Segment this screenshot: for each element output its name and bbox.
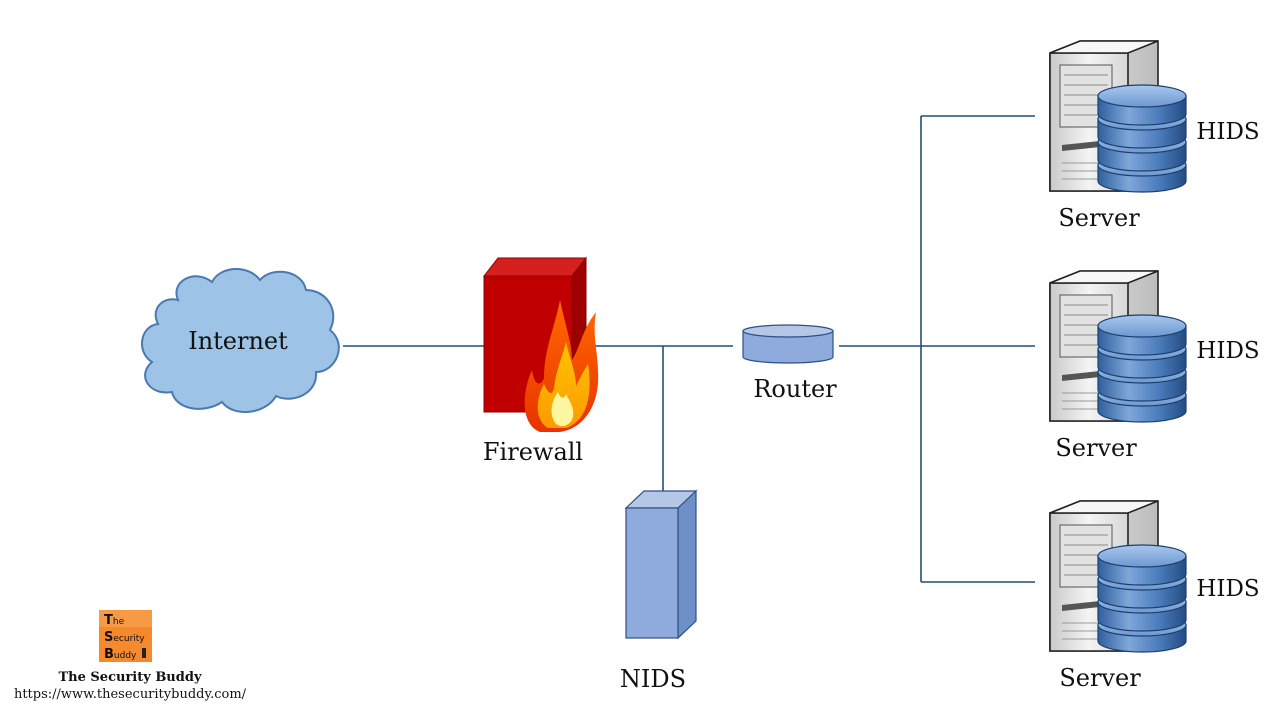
cloud-icon: [141, 267, 340, 414]
router-icon: [742, 324, 834, 364]
server-3-icon: [1049, 500, 1187, 653]
brand-name: The Security Buddy: [59, 670, 202, 685]
firewall-icon: [482, 256, 599, 432]
router-label: Router: [753, 375, 837, 403]
logo-rest-1: he: [113, 617, 125, 627]
server-1-icon: [1049, 40, 1187, 193]
logo-cap-2: S: [104, 630, 113, 645]
server-3-hids-label: HIDS: [1196, 576, 1259, 602]
server-2-icon: [1049, 270, 1187, 423]
server-1-hids-label: HIDS: [1196, 119, 1259, 145]
svg-text:Buddy: Buddy: [104, 647, 137, 662]
internet-label: Internet: [188, 327, 288, 355]
nids-appliance-icon: [624, 489, 698, 640]
logo-cap-1: T: [104, 613, 113, 628]
logo-rest-2: ecurity: [113, 634, 145, 644]
logo-rest-3: uddy: [114, 651, 137, 661]
connection-lines: [343, 115, 1035, 583]
server-1-label: Server: [1058, 204, 1140, 232]
server-3-label: Server: [1059, 664, 1141, 692]
brand-url[interactable]: https://www.thesecuritybuddy.com/: [14, 687, 247, 702]
firewall-label: Firewall: [483, 438, 583, 466]
svg-text:Security: Security: [104, 630, 145, 645]
logo-cap-3: B: [104, 647, 114, 662]
brand-logo: The Security Buddy: [99, 610, 152, 662]
server-2-hids-label: HIDS: [1196, 338, 1259, 364]
svg-text:The: The: [104, 613, 125, 628]
server-2-label: Server: [1055, 434, 1137, 462]
nids-label: NIDS: [620, 665, 686, 693]
